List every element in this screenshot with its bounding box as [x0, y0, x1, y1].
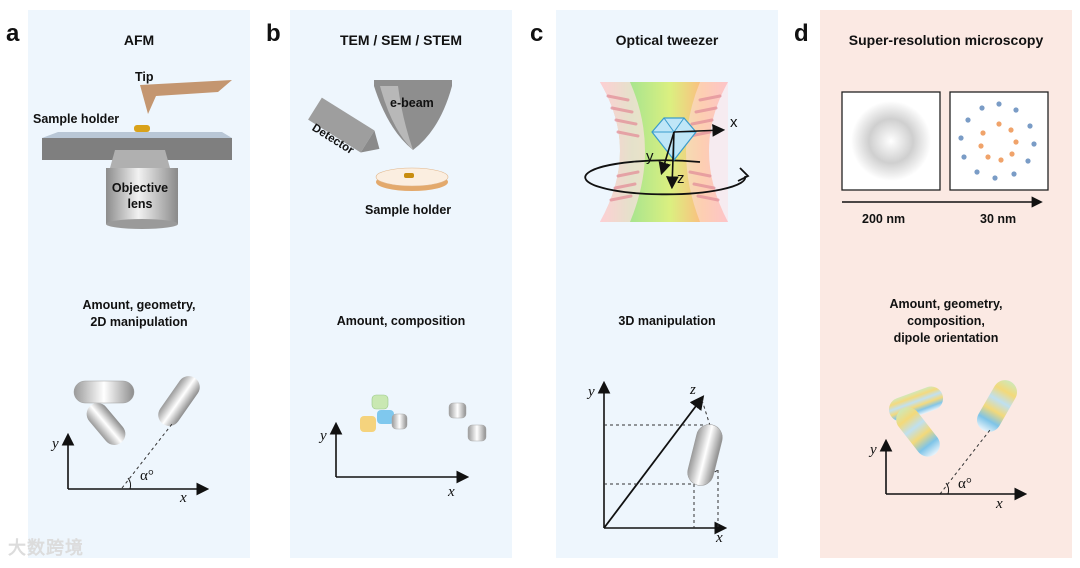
panel-d-title: Super-resolution microscopy — [848, 32, 1044, 48]
superres-axes — [879, 438, 1028, 501]
tem-axes — [329, 421, 470, 484]
superres-angle-label: α° — [958, 476, 972, 492]
panel-label-d: d — [794, 20, 809, 47]
tem-particles — [360, 394, 487, 442]
panel-a-background — [28, 10, 250, 558]
superres-30nm-label: 30 nm — [980, 212, 1017, 226]
superres-axis-x: x — [996, 496, 1003, 512]
panel-d-caption: Amount, geometry, composition, dipole or… — [889, 297, 1003, 345]
tweezer-beam-x-label: x — [730, 114, 738, 131]
panel-c-title: Optical tweezer — [615, 32, 719, 48]
panel-b-caption: Amount, composition — [336, 314, 466, 328]
tem-ebeam-label: e-beam — [390, 96, 434, 110]
tem-sample-holder-label: Sample holder — [365, 203, 452, 217]
tem-axis-y: y — [320, 428, 327, 444]
tweezer-axis-z: z — [690, 382, 696, 398]
watermark: 大数跨境 — [8, 538, 84, 558]
afm-sample-holder-label: Sample holder — [33, 112, 120, 126]
tweezer-axis-y: y — [588, 384, 595, 400]
panel-a-title: AFM — [123, 32, 155, 48]
panel-a-caption: Amount, geometry, 2D manipulation — [82, 298, 196, 329]
tweezer-axis-x: x — [716, 530, 723, 546]
afm-axis-y: y — [52, 436, 59, 452]
afm-objective-label: Objective lens — [111, 181, 169, 211]
afm-tip-label: Tip — [135, 70, 154, 84]
tem-setup — [308, 80, 452, 191]
afm-axis-x: x — [180, 490, 187, 506]
afm-axes — [61, 432, 210, 496]
superres-frames — [841, 91, 1049, 208]
afm-angle-label: α° — [140, 468, 154, 484]
superres-200nm-label: 200 nm — [862, 212, 906, 226]
afm-rods — [73, 376, 200, 489]
panel-label-b: b — [266, 20, 281, 47]
tweezer-beam-z-label: z — [677, 170, 685, 187]
tweezer-3d-axes — [597, 380, 728, 535]
panel-label-c: c — [530, 20, 544, 47]
superres-axis-y: y — [870, 442, 877, 458]
afm-tip — [140, 80, 232, 114]
superres-rods — [888, 380, 1017, 495]
panel-b-title: TEM / SEM / STEM — [339, 32, 463, 48]
panel-c-caption: 3D manipulation — [618, 314, 716, 328]
panel-label-a: a — [6, 20, 20, 47]
tweezer-beam — [584, 82, 750, 222]
afm-setup — [42, 80, 232, 229]
tem-axis-x: x — [448, 484, 455, 500]
tweezer-beam-y-label: y — [646, 148, 654, 165]
